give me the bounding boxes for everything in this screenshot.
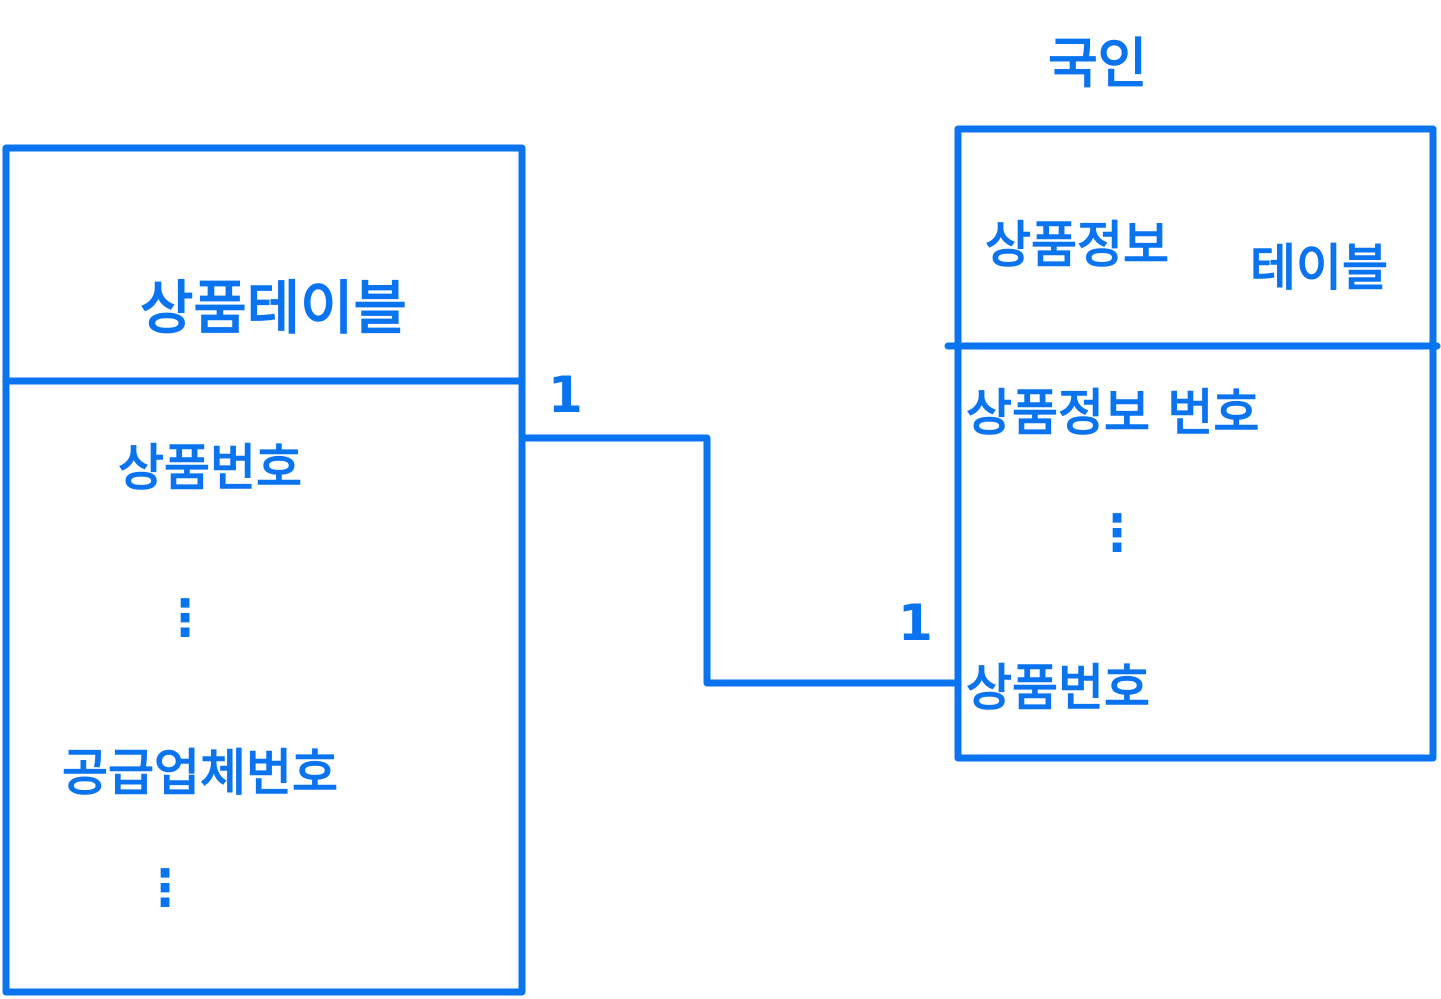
left-entity-box (2, 144, 526, 996)
right-entity-field-ellipsis: ⋮ (1092, 504, 1142, 562)
left-cardinality-label: 1 (548, 366, 583, 424)
relationship-connector (522, 434, 958, 687)
left-entity-field-ellipsis: ⋮ (160, 589, 210, 647)
right-cardinality-label: 1 (898, 594, 933, 652)
relationship: 1 1 (522, 366, 958, 687)
left-entity: 상품테이블 상품번호 ⋮ 공급업체번호 ⋮ (2, 144, 526, 996)
right-entity-box (954, 125, 1437, 762)
right-entity-title-suffix: 테이블 (1250, 239, 1388, 297)
right-entity-field: 상품번호 (966, 659, 1150, 717)
right-entity-title: 상품정보 (985, 216, 1169, 274)
left-entity-field: 공급업체번호 (62, 744, 338, 802)
right-entity: 상품정보 테이블 상품정보 번호 ⋮ 상품번호 (944, 125, 1441, 762)
diagram-title: 국인 (1048, 32, 1147, 95)
left-entity-field: 상품번호 (118, 439, 302, 497)
left-entity-title: 상품테이블 (140, 274, 407, 342)
left-entity-field-ellipsis: ⋮ (140, 859, 190, 917)
right-entity-field: 상품정보 번호 (966, 384, 1259, 442)
